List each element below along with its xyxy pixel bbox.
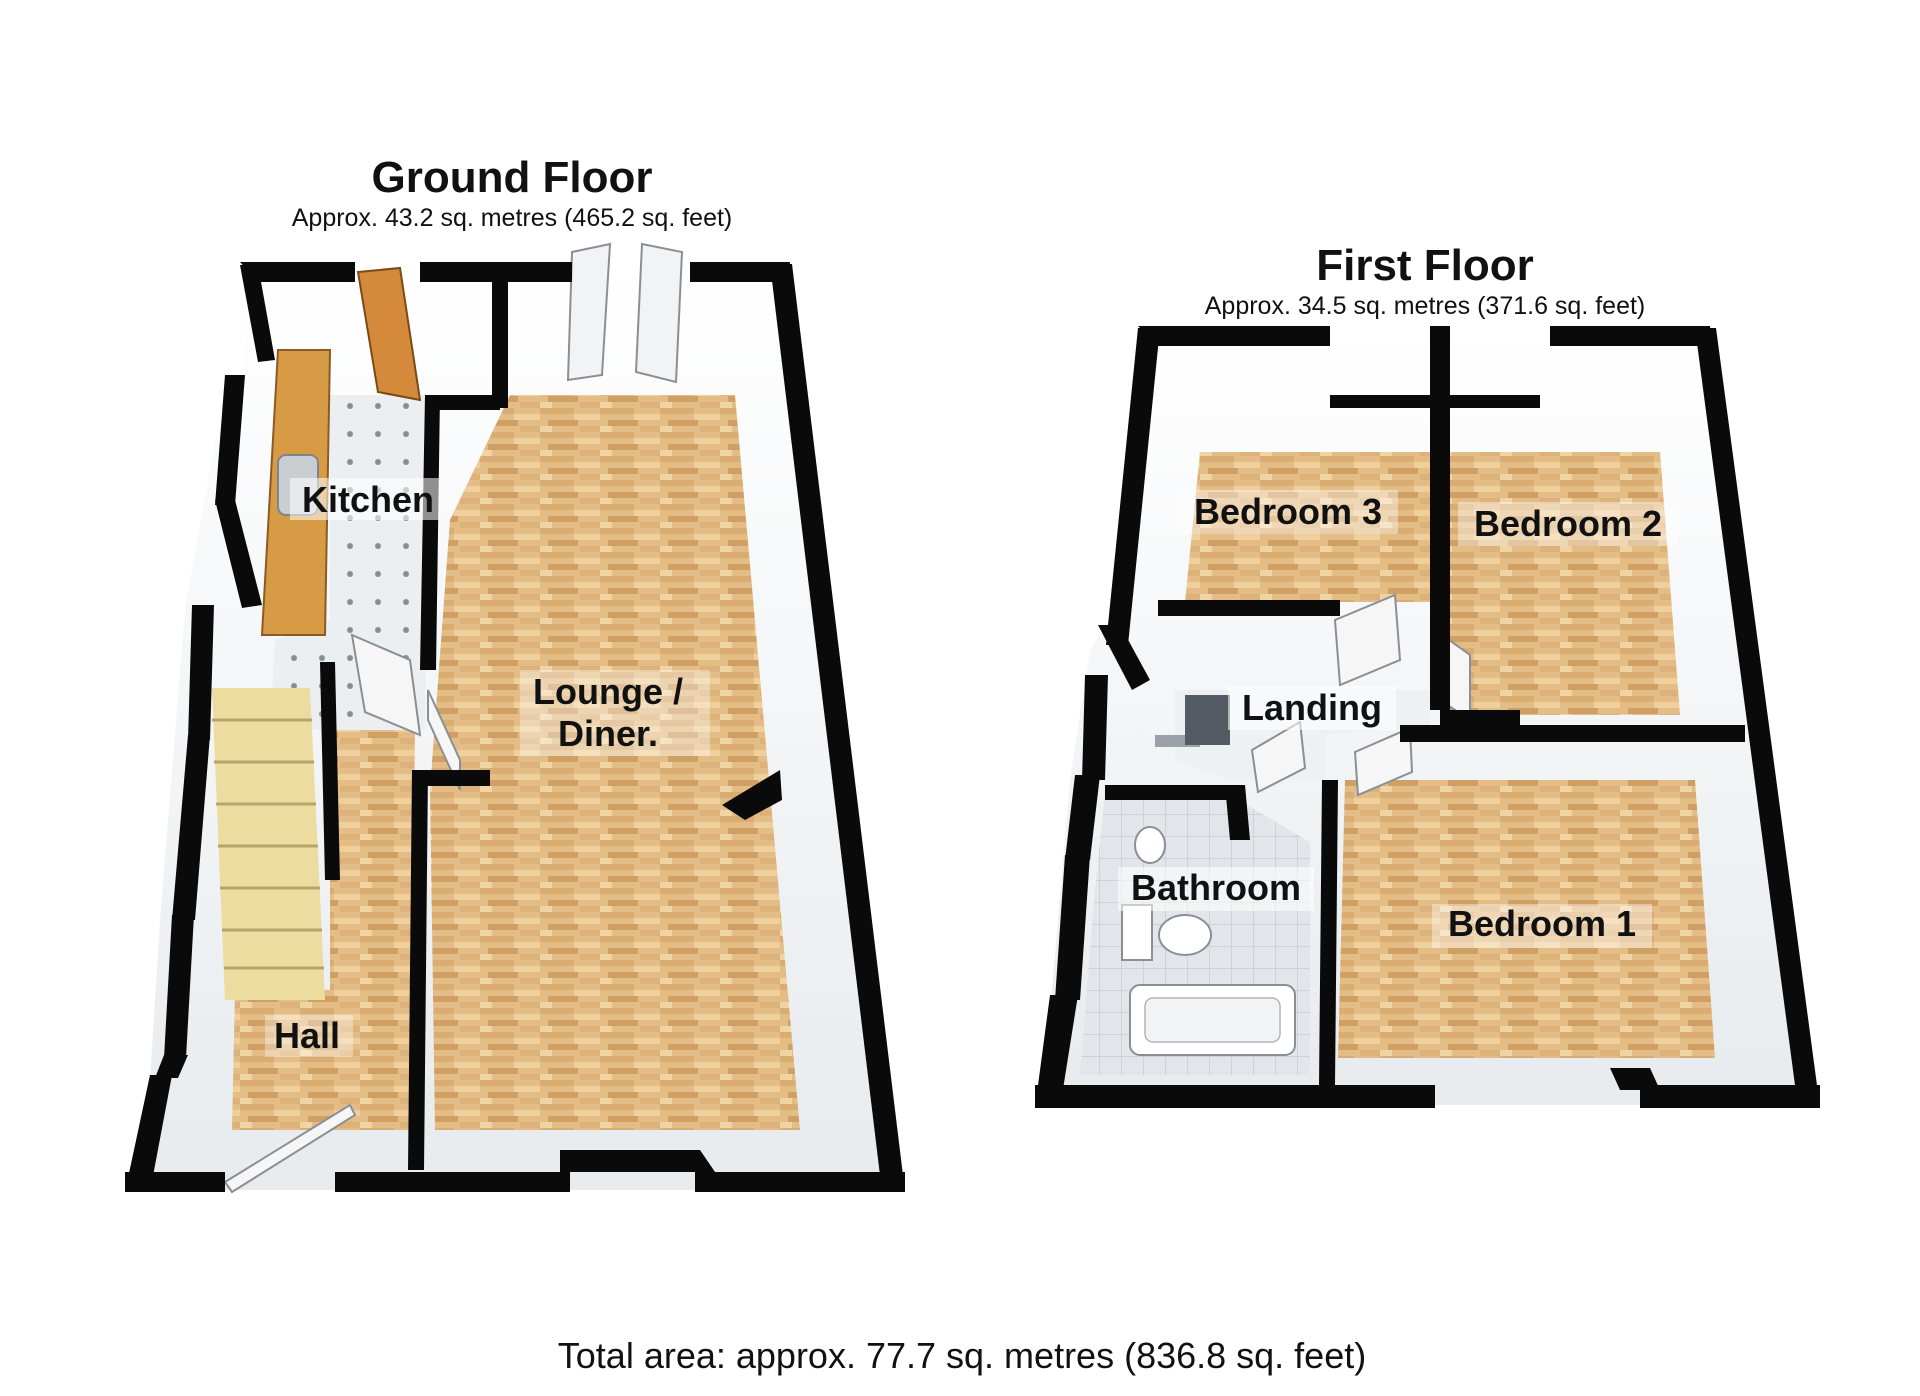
bedroom1-label: Bedroom 1: [1448, 903, 1636, 944]
bathroom-door: [1250, 720, 1307, 794]
staircase: [212, 688, 325, 1000]
lounge-label-line1: Lounge /: [533, 671, 683, 712]
total-area: Total area: approx. 77.7 sq. metres (836…: [558, 1335, 1366, 1376]
ground-floor-walls: [125, 262, 905, 1192]
toilet-cistern-icon: [1121, 904, 1153, 961]
hall-label: Hall: [274, 1015, 340, 1056]
front-door: [223, 1103, 357, 1194]
ground-floor-plan: Ground Floor Approx. 43.2 sq. metres (46…: [125, 153, 905, 1194]
kitchen-label: Kitchen: [302, 479, 434, 520]
back-door: [356, 266, 422, 402]
bedroom1-floor: [1338, 780, 1715, 1058]
first-floor-walls: [1035, 326, 1820, 1108]
first-floor-title: First Floor: [1316, 241, 1534, 290]
first-floor-plan: First Floor Approx. 34.5 sq. metres (371…: [1035, 241, 1820, 1108]
lounge-floor: [430, 395, 800, 1130]
bathroom-label: Bathroom: [1131, 867, 1301, 908]
lounge-label-line2: Diner.: [558, 713, 658, 754]
bedroom3-door: [1333, 593, 1402, 687]
landing-label: Landing: [1242, 687, 1382, 728]
french-door-right: [634, 242, 684, 384]
basin-icon: [1134, 826, 1166, 864]
ground-floor-area: Approx. 43.2 sq. metres (465.2 sq. feet): [292, 204, 733, 232]
first-floor-area: Approx. 34.5 sq. metres (371.6 sq. feet): [1205, 292, 1646, 320]
bedroom3-label: Bedroom 3: [1194, 491, 1382, 532]
bedroom3-floor: [1185, 452, 1432, 602]
kitchen-door: [350, 633, 422, 737]
cupboard: [1185, 695, 1230, 745]
lounge-door: [427, 689, 461, 791]
hall-floor: [232, 730, 415, 1130]
bedroom1-door: [1353, 726, 1414, 797]
bedroom2-floor: [1440, 452, 1680, 715]
french-door-left: [566, 242, 612, 382]
bedroom2-label: Bedroom 2: [1474, 503, 1662, 544]
ground-floor-title: Ground Floor: [371, 153, 652, 202]
toilet-bowl-icon: [1158, 914, 1212, 956]
